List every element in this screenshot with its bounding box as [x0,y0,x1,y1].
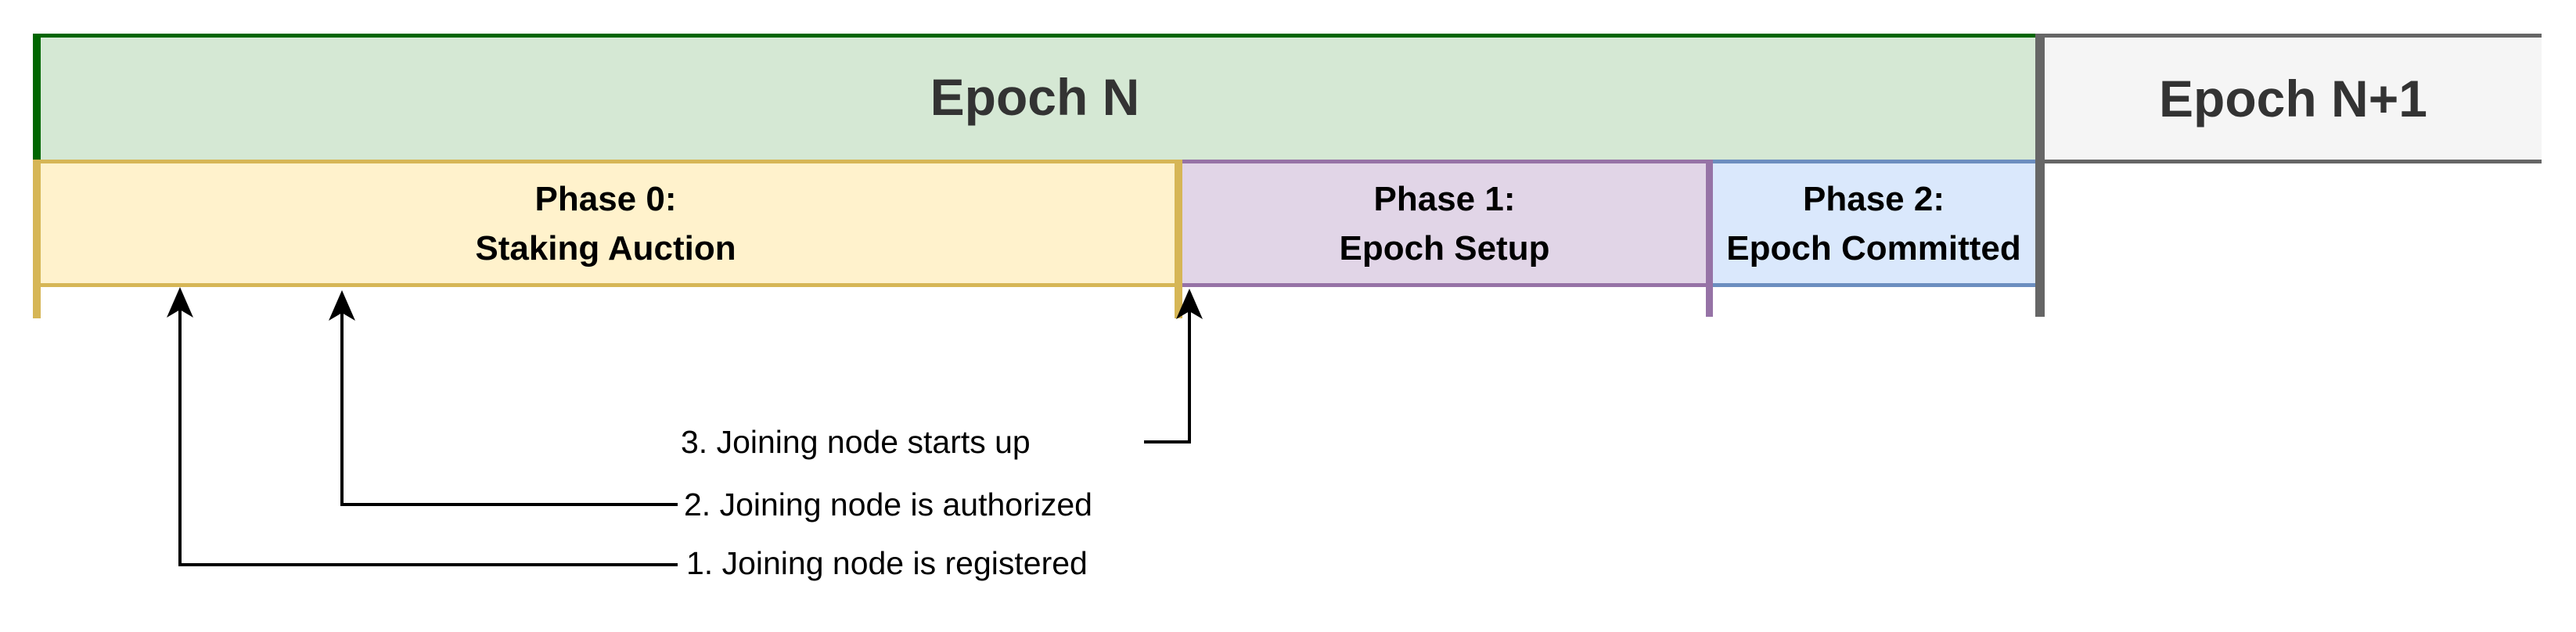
phase0-label-container: Phase 0: Staking Auction [33,160,1178,287]
phase2-title: Phase 2: [1803,179,1945,218]
epoch-n-bar [33,34,2037,160]
epoch-n-plus-1-bar [2035,34,2542,163]
epoch-n-plus-1-title: Epoch N+1 [2159,70,2427,127]
annotation-node-starts-up: 3. Joining node starts up [681,424,1031,460]
arrow-2-node-authorized [329,290,678,506]
phase2-start-line [1706,160,1713,317]
epoch-n-title: Epoch N [930,68,1140,126]
annotation-node-registered: 1. Joining node is registered [686,545,1088,581]
phase2-epoch-committed-bar [1711,160,2037,287]
phase0-title: Phase 0: [534,179,677,218]
phase1-title: Phase 1: [1373,179,1516,218]
phase2-label-container: Phase 2: Epoch Committed [1711,160,2037,287]
phase2-subtitle: Epoch Committed [1726,228,2021,268]
phase1-label-container: Phase 1: Epoch Setup [1178,160,1711,287]
epoch-n-start-line [33,34,41,160]
phase1-epoch-setup-bar [1178,160,1711,287]
arrow-1-node-registered [167,287,678,566]
epoch-n-label-container: Epoch N [33,34,2037,160]
phase0-start-line [33,160,41,318]
epoch-n-plus-1-start-line [2035,34,2045,317]
epoch-n-plus-1-label-container: Epoch N+1 [2045,34,2542,163]
annotation-node-authorized: 2. Joining node is authorized [684,487,1092,522]
phase1-start-line [1175,160,1182,318]
phase0-subtitle: Staking Auction [475,228,736,268]
phase0-staking-auction-bar [33,160,1178,287]
phase1-subtitle: Epoch Setup [1339,228,1550,268]
arrow-3-node-starts-up [1144,289,1203,443]
